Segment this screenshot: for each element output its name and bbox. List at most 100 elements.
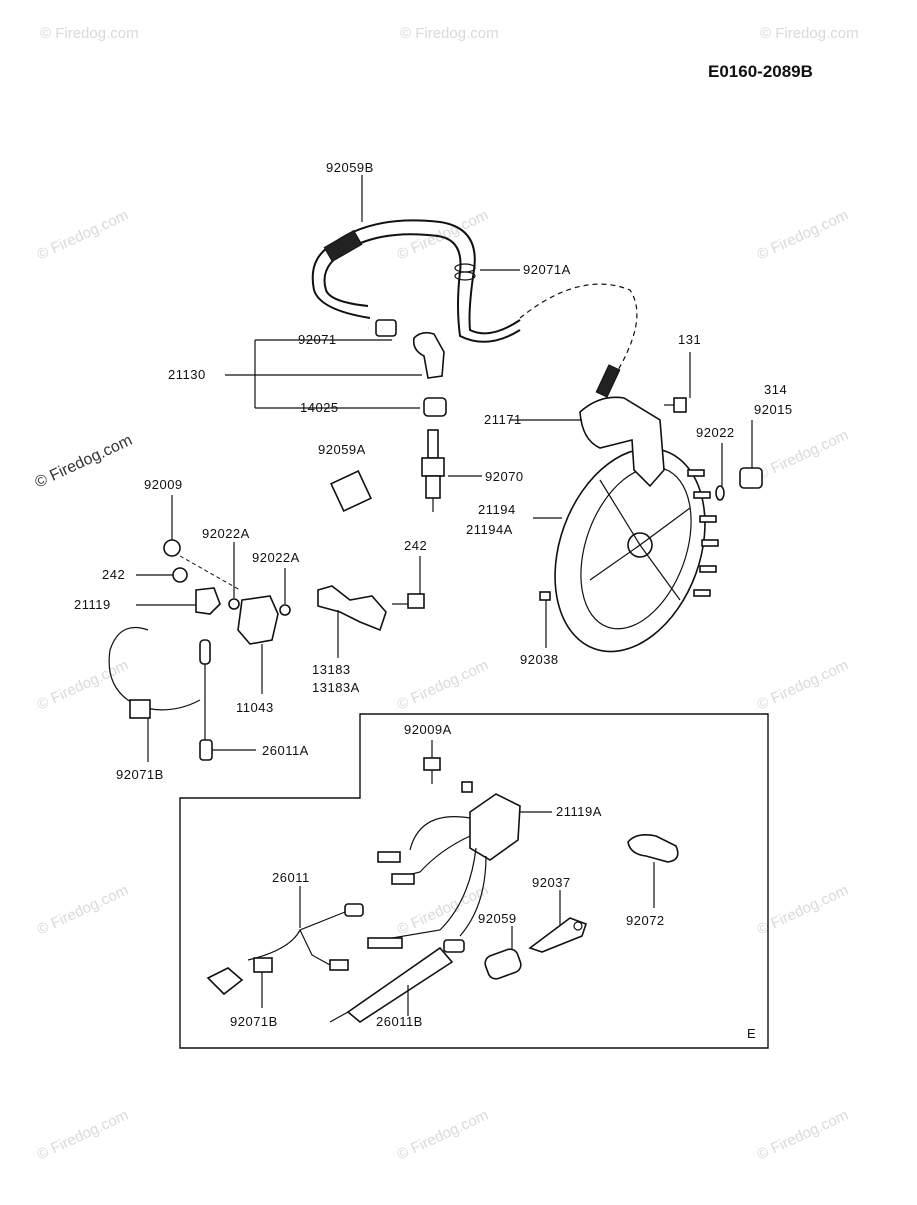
watermark: © Firedog.com xyxy=(40,25,139,42)
inset-frame xyxy=(179,713,769,1049)
connector xyxy=(329,959,349,971)
unit-wire xyxy=(409,816,471,851)
screw-242 xyxy=(407,593,425,609)
spark-plug-group xyxy=(330,429,482,512)
part-label: 21119 xyxy=(74,597,111,612)
terminal-lug xyxy=(206,967,244,996)
unit-wire xyxy=(459,855,487,937)
part-label: 92059 xyxy=(478,911,517,926)
watermark: © Firedog.com xyxy=(755,427,852,484)
flywheel-spoke xyxy=(639,507,691,546)
terminal xyxy=(199,639,211,665)
screw-92009 xyxy=(163,539,181,557)
fin xyxy=(693,589,711,597)
flywheel-fins xyxy=(687,469,719,597)
flywheel-rim xyxy=(580,466,692,630)
screw-92009A xyxy=(423,757,441,771)
watermarks: © Firedog.com © Firedog.com © Firedog.co… xyxy=(35,25,859,1164)
part-label: 92015 xyxy=(754,402,793,417)
coil-boot xyxy=(595,364,621,398)
part-label: 13183 xyxy=(312,662,351,677)
connector xyxy=(461,781,473,793)
nut-92015 xyxy=(739,467,763,489)
fin xyxy=(687,469,705,477)
ignition-unit-21119A xyxy=(469,793,521,861)
part-label: 92009 xyxy=(144,477,183,492)
terminal-26011 xyxy=(344,903,364,917)
bracket-group xyxy=(317,556,425,658)
part-label: 11043 xyxy=(236,700,274,715)
part-92037 xyxy=(528,917,588,953)
spark-plug-thread xyxy=(425,475,441,499)
connector xyxy=(391,873,415,885)
part-label: 92022 xyxy=(696,425,735,440)
watermark: © Firedog.com xyxy=(755,882,852,939)
lead-26011A xyxy=(199,739,213,761)
part-label: 26011B xyxy=(376,1014,423,1029)
plug-lead-outer xyxy=(329,219,521,335)
plug-lead-left-inner xyxy=(323,255,369,307)
part-label: 21171 xyxy=(484,412,522,427)
fin xyxy=(693,491,711,499)
part-label: 14025 xyxy=(300,400,339,415)
washer-92022A xyxy=(228,598,240,610)
watermark: © Firedog.com xyxy=(35,882,132,939)
part-label: 92022A xyxy=(202,526,250,541)
plate-11043 xyxy=(237,595,279,645)
spark-plug-hex xyxy=(421,457,445,477)
lead-clamp-92071A xyxy=(454,263,476,273)
lead-26011B xyxy=(346,946,454,1023)
part-14025 xyxy=(423,397,447,417)
part-label: 13183A xyxy=(312,680,360,695)
band-92072 xyxy=(627,834,679,863)
part-92037-hole xyxy=(573,921,583,931)
watermark-main: © Firedog.com xyxy=(33,432,135,492)
switch-group xyxy=(108,495,291,762)
watermark: © Firedog.com xyxy=(395,657,492,714)
part-label: 21119A xyxy=(556,804,602,819)
watermark: © Firedog.com xyxy=(400,25,499,42)
lead-26011-branch xyxy=(299,929,331,966)
part-label: 26011A xyxy=(262,743,309,758)
inset-marker: E xyxy=(747,1026,756,1041)
lead-26011 xyxy=(247,911,346,961)
fin xyxy=(699,515,717,523)
inset-box: E xyxy=(179,713,769,1049)
part-label: 92070 xyxy=(485,469,524,484)
watermark: © Firedog.com xyxy=(760,25,859,42)
unit-wire xyxy=(379,847,477,941)
part-label: 314 xyxy=(764,382,787,397)
watermark: © Firedog.com xyxy=(35,207,132,264)
part-labels: 92059B 92071A 92071 21130 14025 131 314 … xyxy=(74,160,793,1029)
part-label: 92071B xyxy=(116,767,164,782)
flywheel-spoke xyxy=(599,479,641,546)
watermark: © Firedog.com xyxy=(395,1107,492,1164)
lead-26011B-tip xyxy=(329,1011,349,1023)
part-label: 92071 xyxy=(298,332,337,347)
tube-92059 xyxy=(484,948,522,980)
part-92059A xyxy=(330,470,372,512)
part-label: 92038 xyxy=(520,652,559,667)
wire-clamp-92071B xyxy=(129,699,151,719)
plug-cap-21130 xyxy=(412,331,445,379)
bolt-131 xyxy=(673,397,687,413)
part-label: 92037 xyxy=(532,875,571,890)
washer-92022A xyxy=(279,604,291,616)
flywheel-spoke xyxy=(639,544,681,601)
plug-lead-left-outer xyxy=(311,245,371,319)
spark-plug-lead-assembly xyxy=(225,175,638,417)
key-92038 xyxy=(539,591,551,601)
part-label: 92071A xyxy=(523,262,571,277)
part-label: 92022A xyxy=(252,550,300,565)
lead-route-dashed xyxy=(519,283,638,381)
part-label: 92059B xyxy=(326,160,374,175)
ignition-coil-21171 xyxy=(579,396,665,488)
part-label: 131 xyxy=(678,332,701,347)
watermark: © Firedog.com xyxy=(755,207,852,264)
part-label: 21130 xyxy=(168,367,206,382)
wire-clamp-92071B xyxy=(253,957,273,973)
watermark: © Firedog.com xyxy=(35,1107,132,1164)
washer-92022 xyxy=(715,485,725,501)
